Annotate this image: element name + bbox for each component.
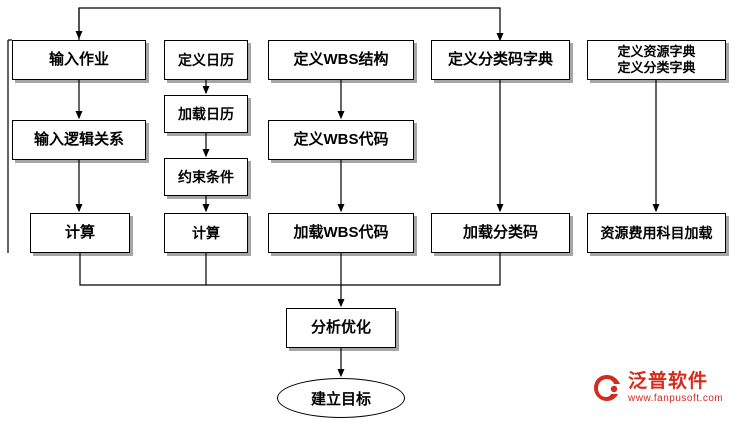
watermark-brand-en: www.fanpusoft.com	[628, 393, 724, 404]
node-load-classification-code: 加载分类码	[431, 213, 570, 253]
node-define-resource-dictionary: 定义资源字典 定义分类字典	[587, 40, 726, 80]
node-calculate-left: 计算	[30, 213, 130, 253]
node-load-resource-cost-account: 资源费用科目加载	[587, 213, 726, 253]
node-define-code-dictionary: 定义分类码字典	[431, 40, 570, 80]
node-establish-goal: 建立目标	[277, 378, 405, 418]
node-define-wbs-structure: 定义WBS结构	[268, 40, 414, 80]
node-calculate-calendar: 计算	[164, 213, 248, 253]
node-define-calendar: 定义日历	[164, 40, 248, 80]
node-load-calendar: 加载日历	[164, 95, 248, 133]
node-input-task: 输入作业	[12, 40, 146, 80]
node-constraints: 约束条件	[164, 158, 248, 196]
node-input-logic-relations: 输入逻辑关系	[12, 120, 146, 160]
watermark-brand-cn: 泛普软件	[628, 371, 709, 392]
node-define-wbs-code: 定义WBS代码	[268, 120, 414, 160]
node-analysis-optimization: 分析优化	[286, 308, 396, 348]
watermark-logo: 泛普软件 www.fanpusoft.com	[592, 372, 723, 404]
node-load-wbs-code: 加载WBS代码	[268, 213, 414, 253]
fanpu-logo-icon	[592, 373, 622, 403]
